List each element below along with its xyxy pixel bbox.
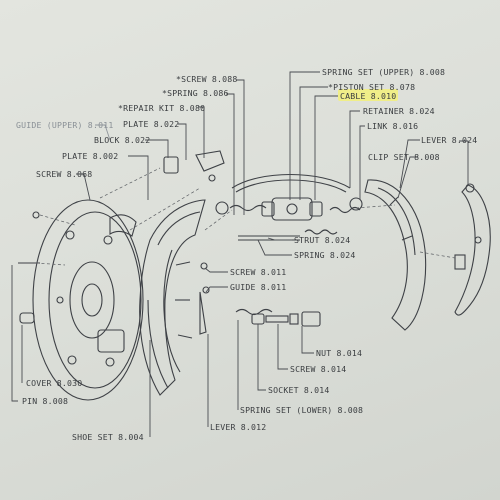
- assembly-guides: [35, 167, 456, 266]
- cable-highlight: [338, 89, 398, 101]
- small-hardware: [18, 150, 225, 335]
- label-piston-set-078: *PISTON SET 8.078: [328, 82, 415, 92]
- label-plate-022: PLATE 8.022: [123, 119, 179, 129]
- label-spring-set-lower-008: SPRING SET (LOWER) 8.008: [240, 405, 363, 415]
- label-pin-008: PIN 8.008: [22, 396, 68, 406]
- label-screw-011: SCREW 8.011: [230, 267, 286, 277]
- label-guide-upper-011: GUIDE (UPPER) 8.011: [16, 120, 113, 130]
- label-clip-set-008: CLIP SET 8.008: [368, 152, 440, 162]
- label-block-022: BLOCK 8.022: [94, 135, 150, 145]
- label-spring-024: SPRING 8.024: [294, 250, 356, 260]
- label-screw-014: SCREW 8.014: [290, 364, 346, 374]
- label-link-016: LINK 8.016: [367, 121, 418, 131]
- label-spring-set-upper-008: SPRING SET (UPPER) 8.008: [322, 67, 445, 77]
- label-shoe-set-004: SHOE SET 8.004: [72, 432, 144, 442]
- front-shoe: [139, 199, 206, 396]
- label-screw-088: *SCREW 8.088: [176, 74, 238, 84]
- label-socket-014: SOCKET 8.014: [268, 385, 330, 395]
- backing-plate: [32, 199, 144, 401]
- label-cover-030: COVER 8.030: [26, 378, 82, 388]
- leader-lines: [11, 71, 469, 437]
- label-cable-010: CABLE 8.010: [340, 91, 396, 101]
- label-strut-024: STRUT 8.024: [294, 235, 350, 245]
- parking-lever: [454, 183, 491, 316]
- label-spring-086: *SPRING 8.086: [162, 88, 229, 98]
- label-guide-011: GUIDE 8.011: [230, 282, 286, 292]
- label-screw-068: SCREW 8.068: [36, 169, 92, 179]
- part-labels: *SCREW 8.088 *SPRING 8.086 *REPAIR KIT 8…: [16, 67, 477, 442]
- label-retainer-024: RETAINER 8.024: [363, 106, 435, 116]
- label-repair-kit-080: *REPAIR KIT 8.080: [118, 103, 205, 113]
- label-plate-002: PLATE 8.002: [62, 151, 118, 161]
- label-nut-014: NUT 8.014: [316, 348, 362, 358]
- label-lever-024: LEVER 8.024: [421, 135, 477, 145]
- label-lever-012: LEVER 8.012: [210, 422, 266, 432]
- adjuster-assembly: [251, 311, 321, 327]
- wheel-cylinder: [215, 173, 363, 221]
- rear-shoe: [364, 179, 427, 331]
